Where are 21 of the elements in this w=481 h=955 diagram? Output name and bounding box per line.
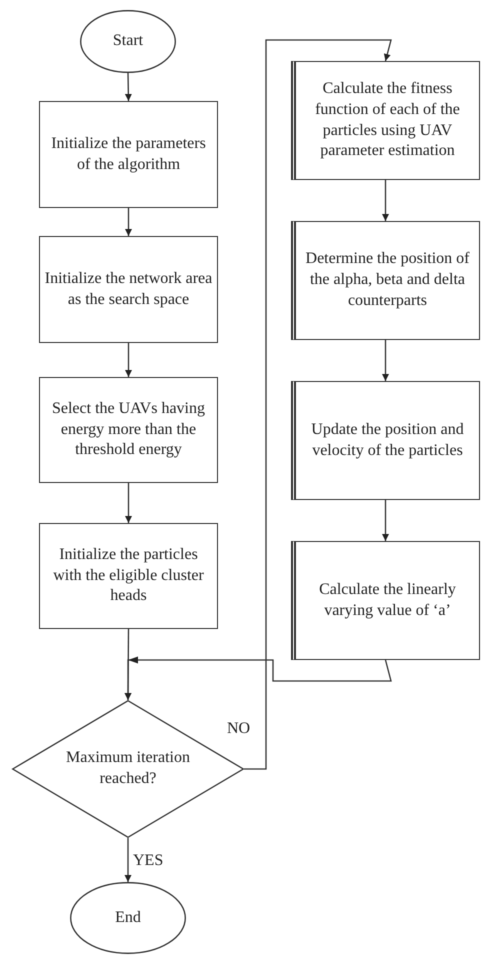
node-text: Calculate the linearly varying value of ‘a’ [318,580,457,620]
node-text: Start [112,31,144,52]
node-text: Maximum iteration reached? [65,748,191,789]
node-text: Initialize the particles with the eligible cluster heads [52,544,205,606]
process-box [291,221,480,340]
node-text: Select the UAVs having energy more than the threshold energy [50,398,206,460]
terminator-ellipse [80,10,176,73]
process-box [291,541,480,660]
node-text: End [114,908,142,928]
node-text: Initialize the network area as the search space [44,268,214,310]
process-box [39,523,218,629]
process-box [39,236,218,343]
node-text: Determine the position of the alpha, beta and delta counterparts [304,249,470,311]
node-text: Initialize the parameters of the algorithm [50,134,207,174]
node-text: Update the position and velocity of the particles [310,420,465,460]
process-box [291,381,480,500]
process-box [39,101,218,208]
terminator-ellipse [70,882,186,954]
process-box [39,377,218,483]
node-text: Calculate the fitness function of each of the particles using UAV parameter estimation [314,78,461,162]
process-box [291,61,480,180]
